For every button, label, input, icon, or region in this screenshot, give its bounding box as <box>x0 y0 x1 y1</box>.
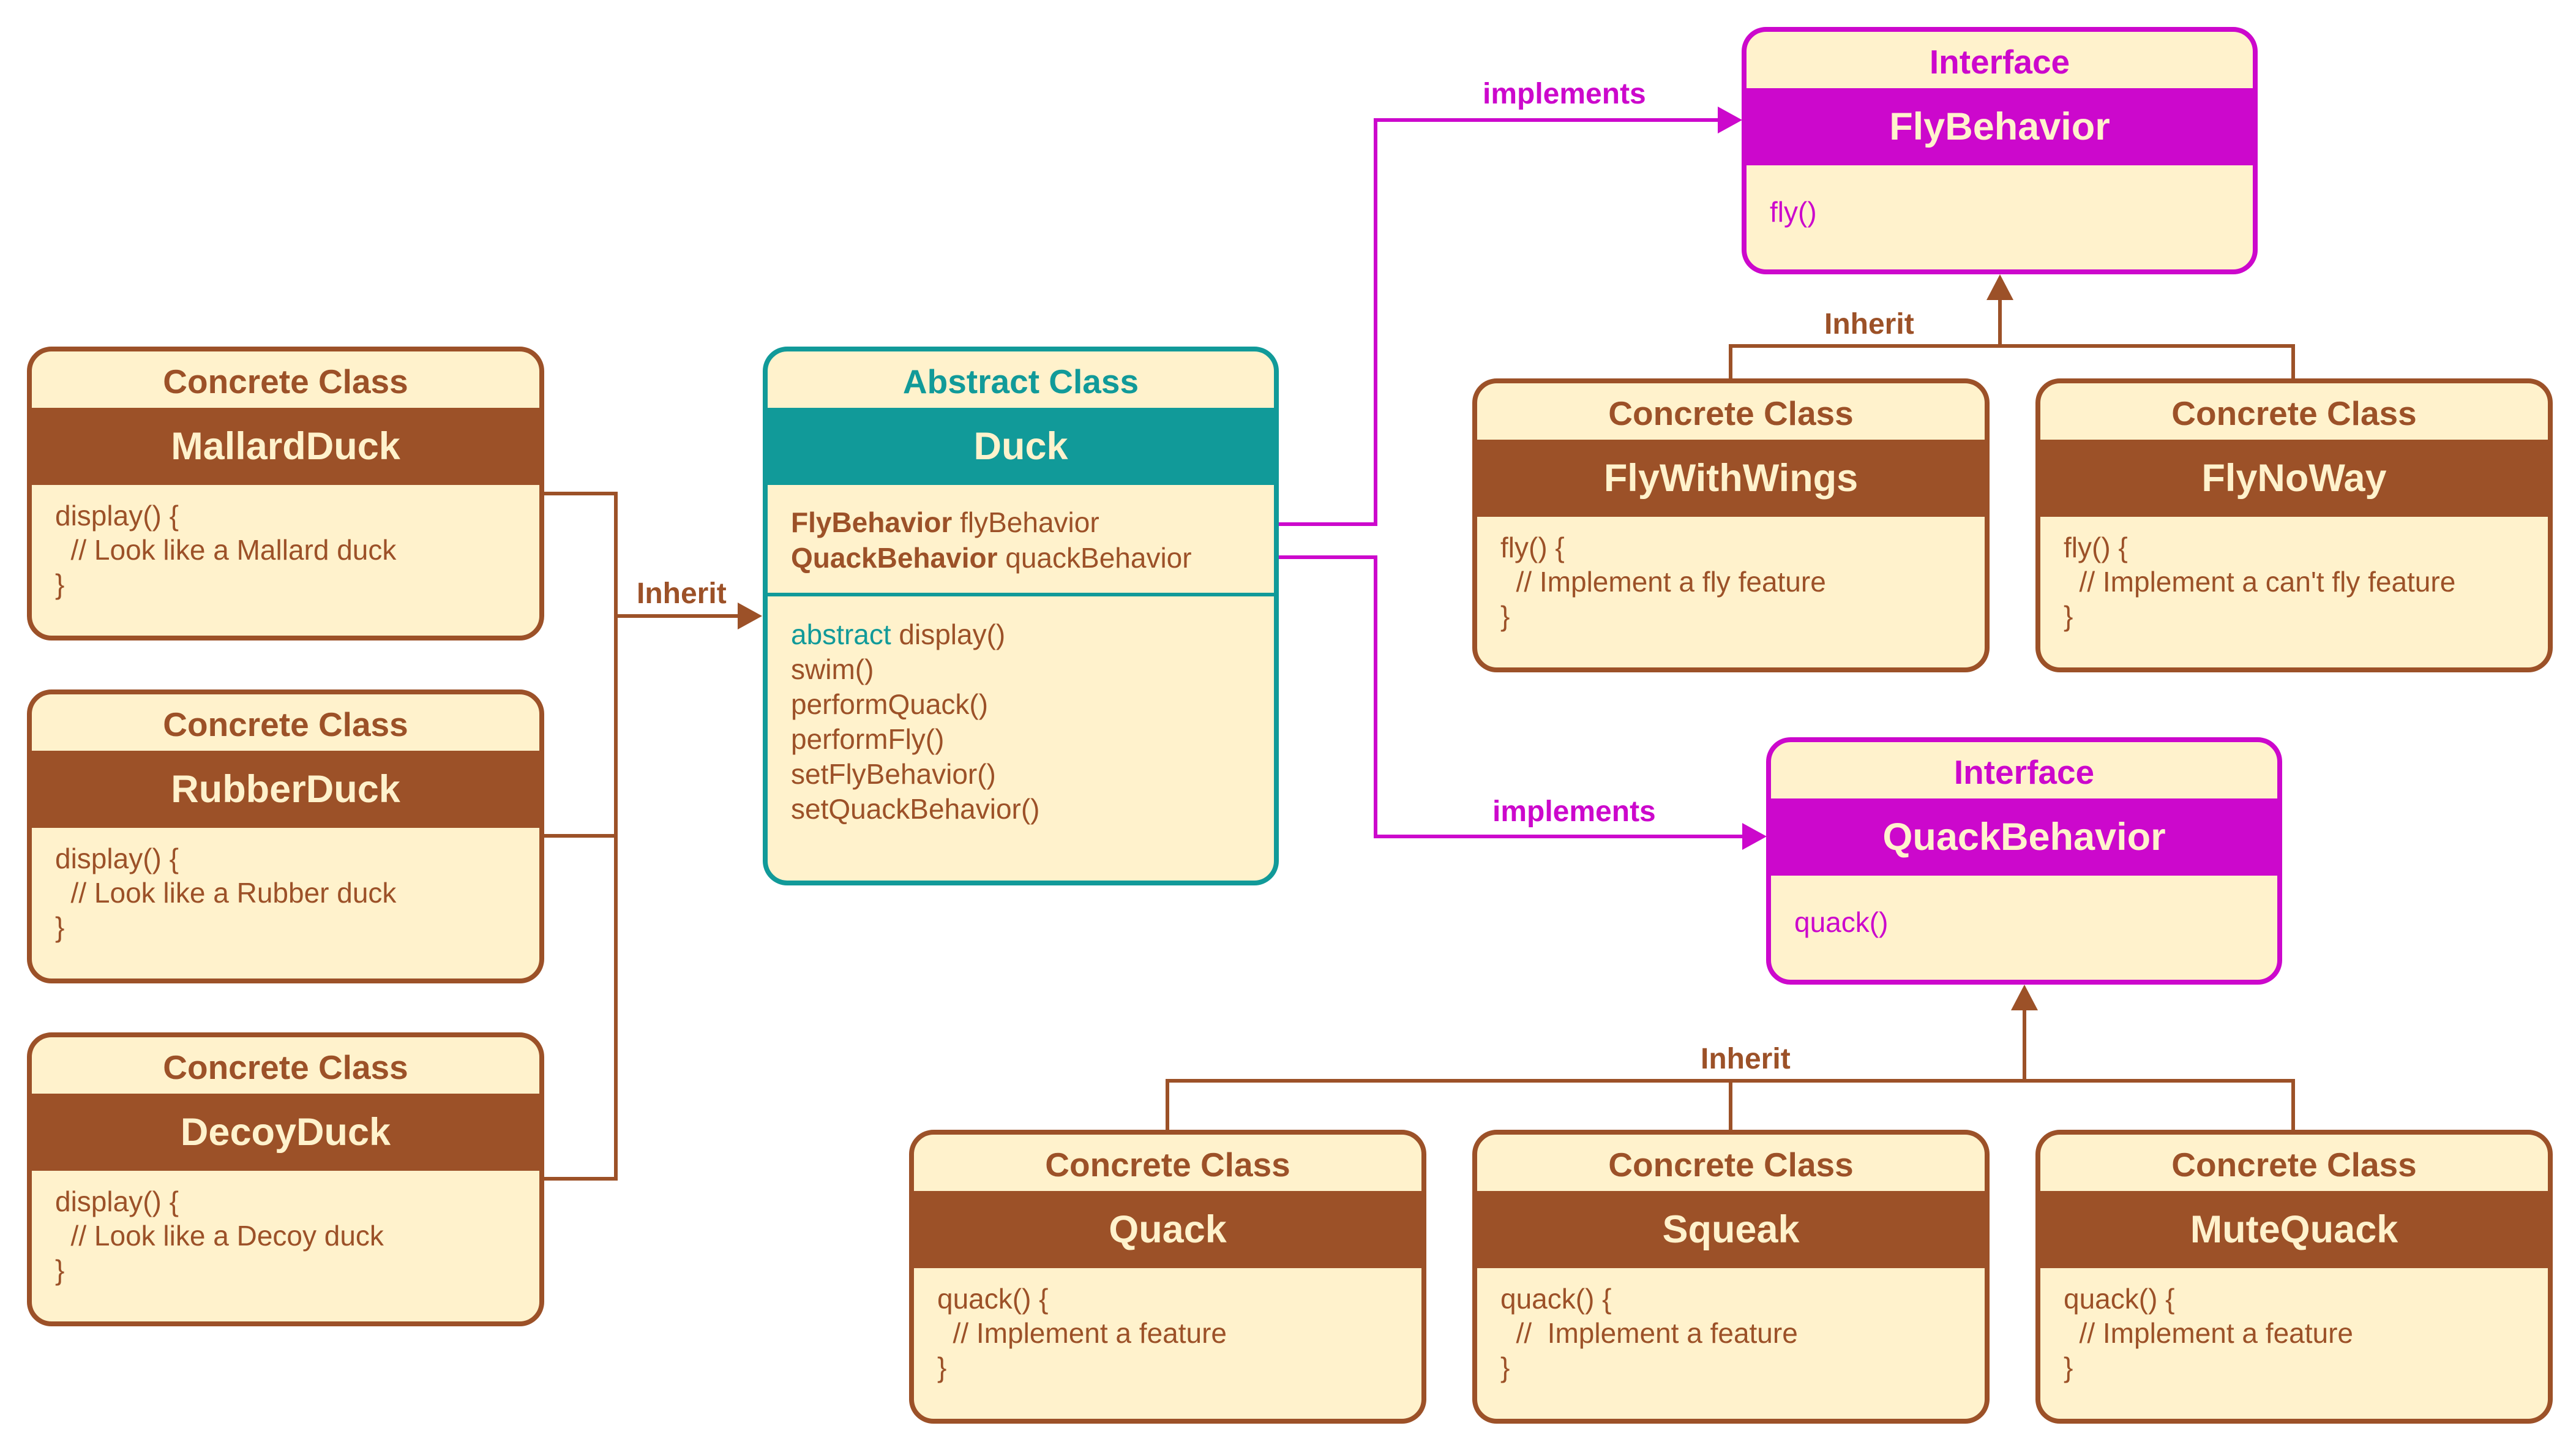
class-name: MuteQuack <box>2040 1191 2548 1268</box>
class-fly-with-wings[interactable]: Concrete Class FlyWithWings fly() { // I… <box>1472 378 1990 672</box>
stereotype-label: Interface <box>1929 43 2070 81</box>
class-body: quack() { // Implement a feature } <box>937 1283 1227 1383</box>
attribute-type: FlyBehavior <box>791 506 953 538</box>
stereotype-label: Abstract Class <box>902 362 1139 400</box>
class-name: Duck <box>768 408 1274 485</box>
class-name: FlyBehavior <box>1747 88 2253 165</box>
stereotype-label: Concrete Class <box>1608 394 1854 432</box>
interface-quack-behavior[interactable]: Interface QuackBehavior quack() <box>1766 737 2282 985</box>
attribute-type: QuackBehavior <box>791 542 998 574</box>
class-name: MallardDuck <box>32 408 539 485</box>
class-mute-quack[interactable]: Concrete Class MuteQuack quack() { // Im… <box>2035 1130 2553 1424</box>
inherit-label-fly: Inherit <box>1824 308 1914 340</box>
class-body: display() { // Look like a Rubber duck } <box>55 843 397 943</box>
class-body: fly() <box>1770 196 1817 228</box>
class-name: FlyNoWay <box>2040 440 2548 517</box>
abstract-keyword: abstract <box>791 618 891 650</box>
implements-label-fly: implements <box>1483 78 1646 110</box>
attribute-name: quackBehavior <box>997 542 1192 574</box>
class-body: display() { // Look like a Decoy duck } <box>55 1185 384 1286</box>
class-body: quack() <box>1794 906 1889 938</box>
class-body: quack() { // Implement a feature } <box>2064 1283 2354 1383</box>
class-name: FlyWithWings <box>1477 440 1985 517</box>
implements-quack-line <box>1220 555 1767 850</box>
class-body: fly() { // Implement a fly feature } <box>1500 532 1826 632</box>
stereotype-label: Concrete Class <box>163 705 408 743</box>
class-name: DecoyDuck <box>32 1094 539 1171</box>
class-duck-abstract[interactable]: Abstract Class Duck FlyBehavior flyBehav… <box>763 347 1279 885</box>
stereotype-label: Concrete Class <box>163 1048 408 1086</box>
implements-label-quack: implements <box>1492 795 1656 828</box>
attributes-section: FlyBehavior flyBehavior QuackBehavior qu… <box>768 485 1274 596</box>
class-name: QuackBehavior <box>1771 798 2277 876</box>
stereotype-label: Interface <box>1953 753 2095 791</box>
class-squeak[interactable]: Concrete Class Squeak quack() { // Imple… <box>1472 1130 1990 1424</box>
interface-fly-behavior[interactable]: Interface FlyBehavior fly() <box>1742 27 2258 274</box>
stereotype-label: Concrete Class <box>163 362 408 400</box>
class-body: fly() { // Implement a can't fly feature… <box>2064 532 2456 632</box>
stereotype-label: Concrete Class <box>2171 394 2417 432</box>
class-body: quack() { // Implement a feature } <box>1500 1283 1798 1383</box>
methods-section: abstract display() swim() performQuack()… <box>768 596 1274 827</box>
inherit-fly-lines <box>1729 274 2295 378</box>
class-fly-no-way[interactable]: Concrete Class FlyNoWay fly() { // Imple… <box>2035 378 2553 672</box>
class-name: Squeak <box>1477 1191 1985 1268</box>
inherit-quack-lines <box>1166 985 2295 1130</box>
class-quack[interactable]: Concrete Class Quack quack() { // Implem… <box>909 1130 1426 1424</box>
inherit-label-ducks: Inherit <box>637 577 727 610</box>
stereotype-label: Concrete Class <box>1608 1146 1854 1184</box>
class-decoy-duck[interactable]: Concrete Class DecoyDuck display() { // … <box>27 1032 544 1326</box>
attribute-name: flyBehavior <box>952 506 1099 538</box>
inherit-ducks-lines <box>544 492 762 1181</box>
stereotype-label: Concrete Class <box>1045 1146 1290 1184</box>
method-list: swim() performQuack() performFly() setFl… <box>791 653 1040 825</box>
class-body: display() { // Look like a Mallard duck … <box>55 500 397 600</box>
abstract-method: display() <box>891 618 1006 650</box>
class-mallard-duck[interactable]: Concrete Class MallardDuck display() { /… <box>27 347 544 640</box>
inherit-label-quack: Inherit <box>1701 1043 1791 1075</box>
stereotype-label: Concrete Class <box>2171 1146 2417 1184</box>
class-name: RubberDuck <box>32 751 539 828</box>
class-name: Quack <box>914 1191 1421 1268</box>
class-rubber-duck[interactable]: Concrete Class RubberDuck display() { //… <box>27 689 544 983</box>
